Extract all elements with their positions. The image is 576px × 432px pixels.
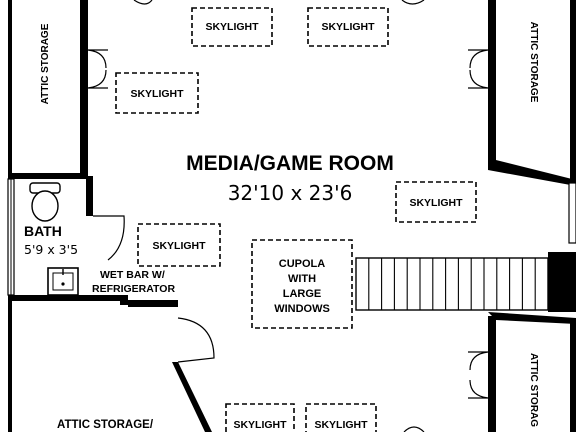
skylight-label: SKYLIGHT [205, 21, 259, 33]
wall-diagonal-left [172, 362, 212, 432]
skylight-bottom-right [305, 403, 377, 432]
door-attic-right-upper [468, 49, 489, 69]
skylight-label: SKYLIGHT [321, 21, 375, 33]
wall-right-outer [570, 0, 576, 180]
skylight-label: SKYLIGHT [314, 419, 368, 431]
fixtures [29, 182, 549, 311]
wall-right-attic-inner [488, 0, 496, 170]
skylight-bottom-left [225, 403, 295, 432]
wall-left-lower [8, 301, 12, 432]
room-labels: MEDIA/GAME ROOM 32'10 x 23'6 BATH 5'9 x … [24, 22, 539, 431]
wall-bar-end [120, 297, 128, 305]
cupola-outline [251, 239, 353, 329]
wet-bar-label-line2: REFRIGERATOR [92, 283, 175, 295]
cupola-label-line4: WINDOWS [274, 303, 330, 315]
skylight-label: SKYLIGHT [130, 88, 184, 100]
bath-name: BATH [24, 223, 62, 239]
skylights: SKYLIGHT SKYLIGHT SKYLIGHT SKYLIGHT SKYL… [115, 7, 477, 432]
wall-bar-bottom [8, 295, 128, 301]
wall-bottom-partition [128, 300, 178, 307]
door-lower-left [177, 317, 215, 363]
skylight-label: SKYLIGHT [233, 419, 287, 431]
staircase [355, 257, 549, 311]
wall-left-outer [8, 0, 12, 178]
sink-basin [52, 272, 74, 291]
skylight-right-middle [395, 181, 477, 223]
wall-left-attic-inner [80, 0, 88, 178]
attic-storage-right-top-label: ATTIC STORAGE [528, 22, 539, 103]
door-attic-left-upper [87, 49, 108, 69]
cupola: CUPOLA WITH LARGE WINDOWS [251, 239, 353, 329]
attic-storage-right-bottom-label: ATTIC STORAG [528, 353, 539, 427]
door-bath [93, 215, 125, 261]
cupola-label-line1: CUPOLA [279, 258, 326, 270]
skylight-top-left [191, 7, 273, 47]
attic-storage-left-label: ATTIC STORAGE [40, 23, 51, 104]
door-bottom-right [403, 426, 425, 432]
wall-attic-left-bottom [8, 173, 88, 179]
bath-size: 5'9 x 3'5 [24, 242, 78, 257]
toilet-bowl-icon [31, 190, 59, 222]
cupola-label-line2: WITH [288, 273, 316, 285]
wall-right-lower-outer [570, 322, 576, 432]
wall-right-attic-bottom [488, 160, 576, 186]
media-room-size: 32'10 x 23'6 [228, 181, 353, 205]
door-attic-right-lower [468, 69, 489, 89]
door-attic-right-low-upper [468, 351, 489, 371]
skylight-left-lower [137, 223, 221, 267]
walls [7, 0, 576, 432]
skylight-label: SKYLIGHT [409, 197, 463, 209]
media-room-name: MEDIA/GAME ROOM [186, 152, 394, 175]
door-top-right [401, 0, 425, 5]
wall-bath-right [86, 176, 93, 216]
skylight-left-upper [115, 72, 199, 114]
sink-drain [61, 282, 65, 286]
doors [87, 0, 489, 432]
window-right [568, 182, 576, 244]
skylight-top-right [307, 7, 389, 47]
door-attic-right-low-lower [468, 379, 489, 399]
wall-right-lower-top [488, 312, 576, 324]
door-attic-left-lower [87, 69, 108, 89]
door-top-left [133, 0, 153, 5]
stair-wall-block [548, 252, 576, 312]
attic-storage-bottom-left-label: ATTIC STORAGE/ [57, 419, 154, 431]
cupola-label-line3: LARGE [283, 288, 322, 300]
wet-bar-label-line1: WET BAR W/ [100, 269, 165, 281]
skylight-label: SKYLIGHT [152, 240, 206, 252]
wall-right-lower-inner [488, 316, 496, 432]
